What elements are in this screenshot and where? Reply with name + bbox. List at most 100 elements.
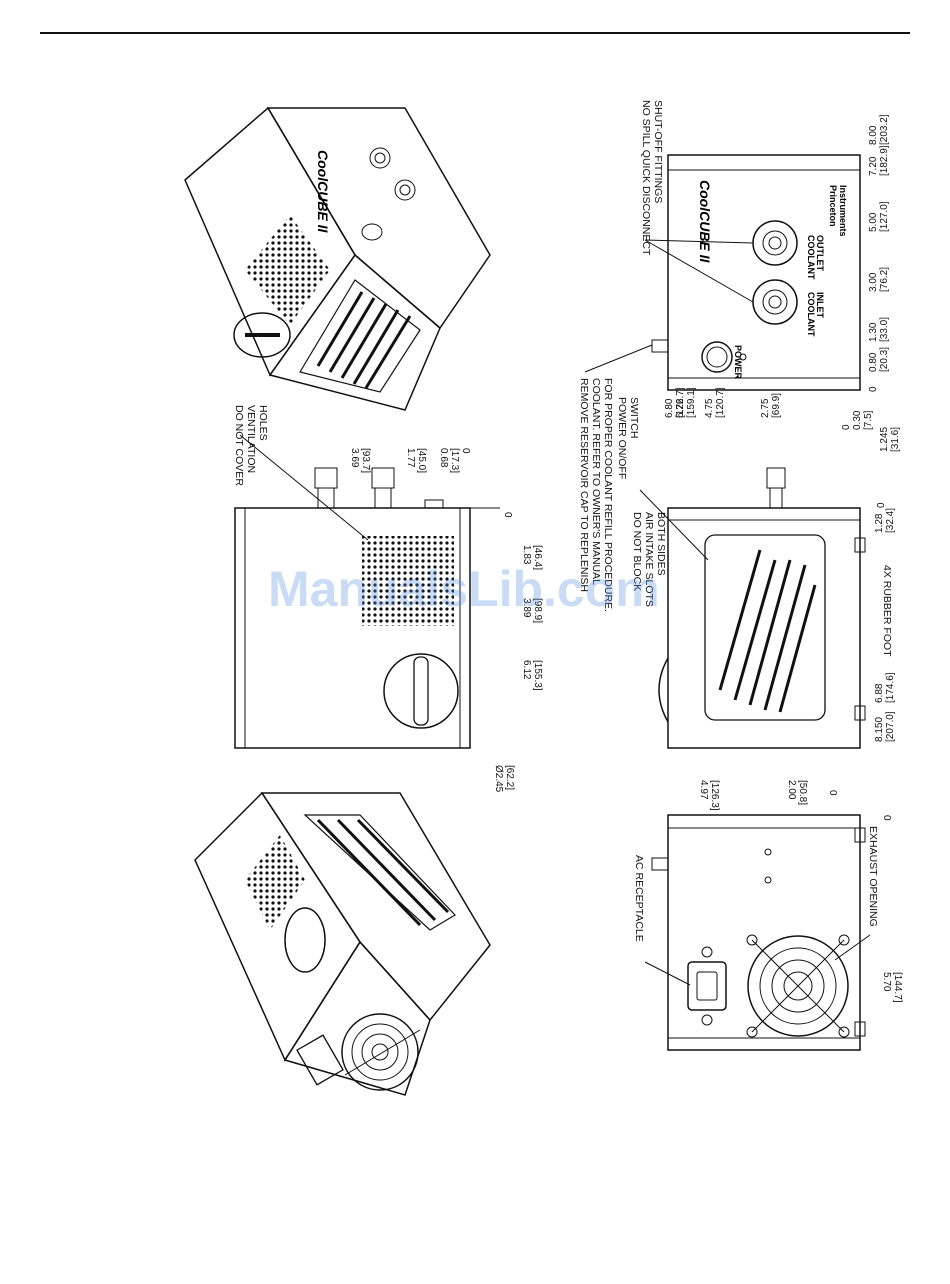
dimension-label: [69.9] — [771, 393, 782, 418]
dimension-label: [76.2] — [879, 267, 890, 292]
dimension-label: [50.8] — [797, 780, 808, 805]
iso-rear-grille — [316, 818, 450, 927]
svg-text:DO NOT COVER: DO NOT COVER — [233, 405, 245, 486]
dimension-label: [203.2] — [879, 114, 890, 145]
side-reservoir-cap — [383, 653, 459, 729]
dimension-label: [172.7] — [675, 387, 686, 418]
intake-slots — [718, 549, 817, 713]
dimension-label: [207.0] — [885, 711, 896, 742]
callout-power-switch: POWER ON/OFF SWITCH — [616, 397, 640, 479]
coolant-outlet-fitting — [752, 220, 798, 266]
svg-text:AIR INTAKE SLOTS: AIR INTAKE SLOTS — [643, 512, 655, 607]
dimension-label: 5.00 — [868, 212, 879, 232]
svg-text:BOTH SIDES: BOTH SIDES — [655, 512, 667, 576]
dimension-label: Ø2.45 — [493, 765, 504, 793]
dimension-label: 4.75 — [704, 398, 715, 418]
dimension-label: 6.88 — [874, 683, 885, 703]
callout-quick-disconnect: NO SPILL QUICK DISCONNECT SHUT-OFF FITTI… — [640, 100, 664, 256]
rear-view — [644, 814, 871, 1051]
power-switch — [701, 341, 733, 373]
svg-text:DO NOT BLOCK: DO NOT BLOCK — [631, 512, 643, 591]
svg-text:OUTLET: OUTLET — [815, 235, 825, 271]
dimension-label: [174.6] — [885, 672, 896, 703]
dimension-label: [33.0] — [879, 317, 890, 342]
dimension-label: [126.3] — [709, 780, 720, 811]
dimension-label: 0.30 — [852, 410, 863, 430]
front-view: CoolCUBE II Princeton Instruments COOLAN… — [584, 154, 861, 391]
dimension-label: [155.3] — [532, 660, 543, 691]
callout-exhaust: EXHAUST OPENING — [867, 826, 879, 927]
dimension-label: 5.70 — [881, 972, 892, 992]
dimension-label: [45.0] — [416, 448, 427, 473]
dimension-label: 4.97 — [698, 780, 709, 800]
dimension-label: 8.00 — [868, 125, 879, 145]
callout-air-intake: DO NOT BLOCK AIR INTAKE SLOTS BOTH SIDES — [631, 512, 667, 607]
coolant-inlet-fitting — [752, 279, 798, 325]
front-brand: CoolCUBE II — [697, 180, 713, 264]
dimension-label: [127.0] — [879, 201, 890, 232]
exhaust-fan-guard — [746, 934, 850, 1038]
svg-text:POWER ON/OFF: POWER ON/OFF — [616, 397, 628, 479]
svg-text:CoolCUBE II: CoolCUBE II — [315, 150, 331, 234]
dimension-label: 0 — [876, 502, 887, 508]
side-view-dimensions: 3.69[93.7] 1.77[45.0] 0.68[17.3] 0 1.83[46.4… — [349, 448, 543, 793]
svg-text:COOLANT. REFER TO OWNER'S MANU: COOLANT. REFER TO OWNER'S MANUAL — [590, 378, 602, 585]
iso-rear-vent-holes — [245, 835, 305, 930]
iso-front-vent-holes — [245, 215, 330, 325]
dimension-label: 1.245 — [879, 427, 890, 452]
dimension-label: 0.68 — [438, 448, 449, 468]
svg-text:HOLES: HOLES — [257, 405, 269, 441]
dimension-label: [17.3] — [449, 448, 460, 473]
power-led — [739, 353, 747, 361]
svg-text:FOR PROPER COOLANT REFILL PROC: FOR PROPER COOLANT REFILL PROCEDURE. — [602, 378, 614, 612]
dimension-label: 1.30 — [868, 322, 879, 342]
dimension-label: [32.4] — [885, 508, 896, 533]
svg-text:Princeton: Princeton — [828, 185, 838, 227]
callout-ventilation: DO NOT COVER VENTILATION HOLES — [233, 405, 269, 486]
dimension-label: 1.77 — [405, 448, 416, 468]
dimension-label: 0 — [827, 790, 838, 796]
dimension-label: [46.4] — [532, 545, 543, 570]
dimension-label: [182.9] — [879, 145, 890, 176]
dimension-label: [93.7] — [360, 448, 371, 473]
dimension-label: [120.7] — [715, 387, 726, 418]
svg-text:COOLANT: COOLANT — [806, 292, 816, 337]
isometric-view-front: CoolCUBE II — [184, 106, 491, 411]
dimension-label: [159.1] — [686, 387, 697, 418]
svg-text:INLET: INLET — [815, 292, 825, 319]
watermark: ManualsLib.com — [268, 561, 660, 617]
dimension-label: [98.9] — [532, 598, 543, 623]
dimension-label: [20.3] — [879, 347, 890, 372]
dimension-label: 3.00 — [868, 272, 879, 292]
dimension-label: 0 — [868, 386, 879, 392]
dimension-label: 3.69 — [349, 448, 360, 468]
ac-receptacle-shape — [687, 946, 727, 1026]
side-vent-holes — [362, 536, 454, 626]
dimension-label: [7.5] — [863, 410, 874, 430]
dimension-label: 3.89 — [521, 598, 532, 618]
dimension-label: 6.12 — [521, 660, 532, 680]
iso-front-grille — [316, 291, 412, 389]
callout-rubber-foot: 4X RUBBER FOOT — [881, 565, 893, 657]
intake-view — [639, 467, 866, 749]
dimension-label: 7.20 — [868, 156, 879, 176]
callout-reservoir: REMOVE RESERVOIR CAP TO REPLENISH COOLAN… — [578, 378, 614, 612]
side-view — [234, 434, 500, 749]
svg-text:REMOVE RESERVOIR CAP TO REPLEN: REMOVE RESERVOIR CAP TO REPLENISH — [578, 378, 590, 592]
dimension-label: 1.28 — [874, 513, 885, 533]
svg-text:NO SPILL QUICK DISCONNECT: NO SPILL QUICK DISCONNECT — [640, 100, 652, 256]
isometric-view-rear — [194, 791, 491, 1096]
dimension-label: 2.00 — [786, 780, 797, 800]
svg-text:SWITCH: SWITCH — [628, 397, 640, 438]
dimension-label: [62.2] — [504, 765, 515, 790]
dimension-label: [31.6] — [890, 427, 901, 452]
dimension-label: 2.75 — [760, 398, 771, 418]
rear-view-dimensions: 4.97[126.3]2.00[50.8]005.70[144.7] — [698, 780, 903, 1003]
dimension-label: 0 — [502, 512, 513, 518]
iso-front-reservoir-cap — [233, 312, 291, 358]
dimension-label: 1.83 — [521, 545, 532, 565]
svg-text:SHUT-OFF FITTINGS: SHUT-OFF FITTINGS — [652, 100, 664, 203]
dimension-label: 6.26 — [675, 398, 686, 418]
